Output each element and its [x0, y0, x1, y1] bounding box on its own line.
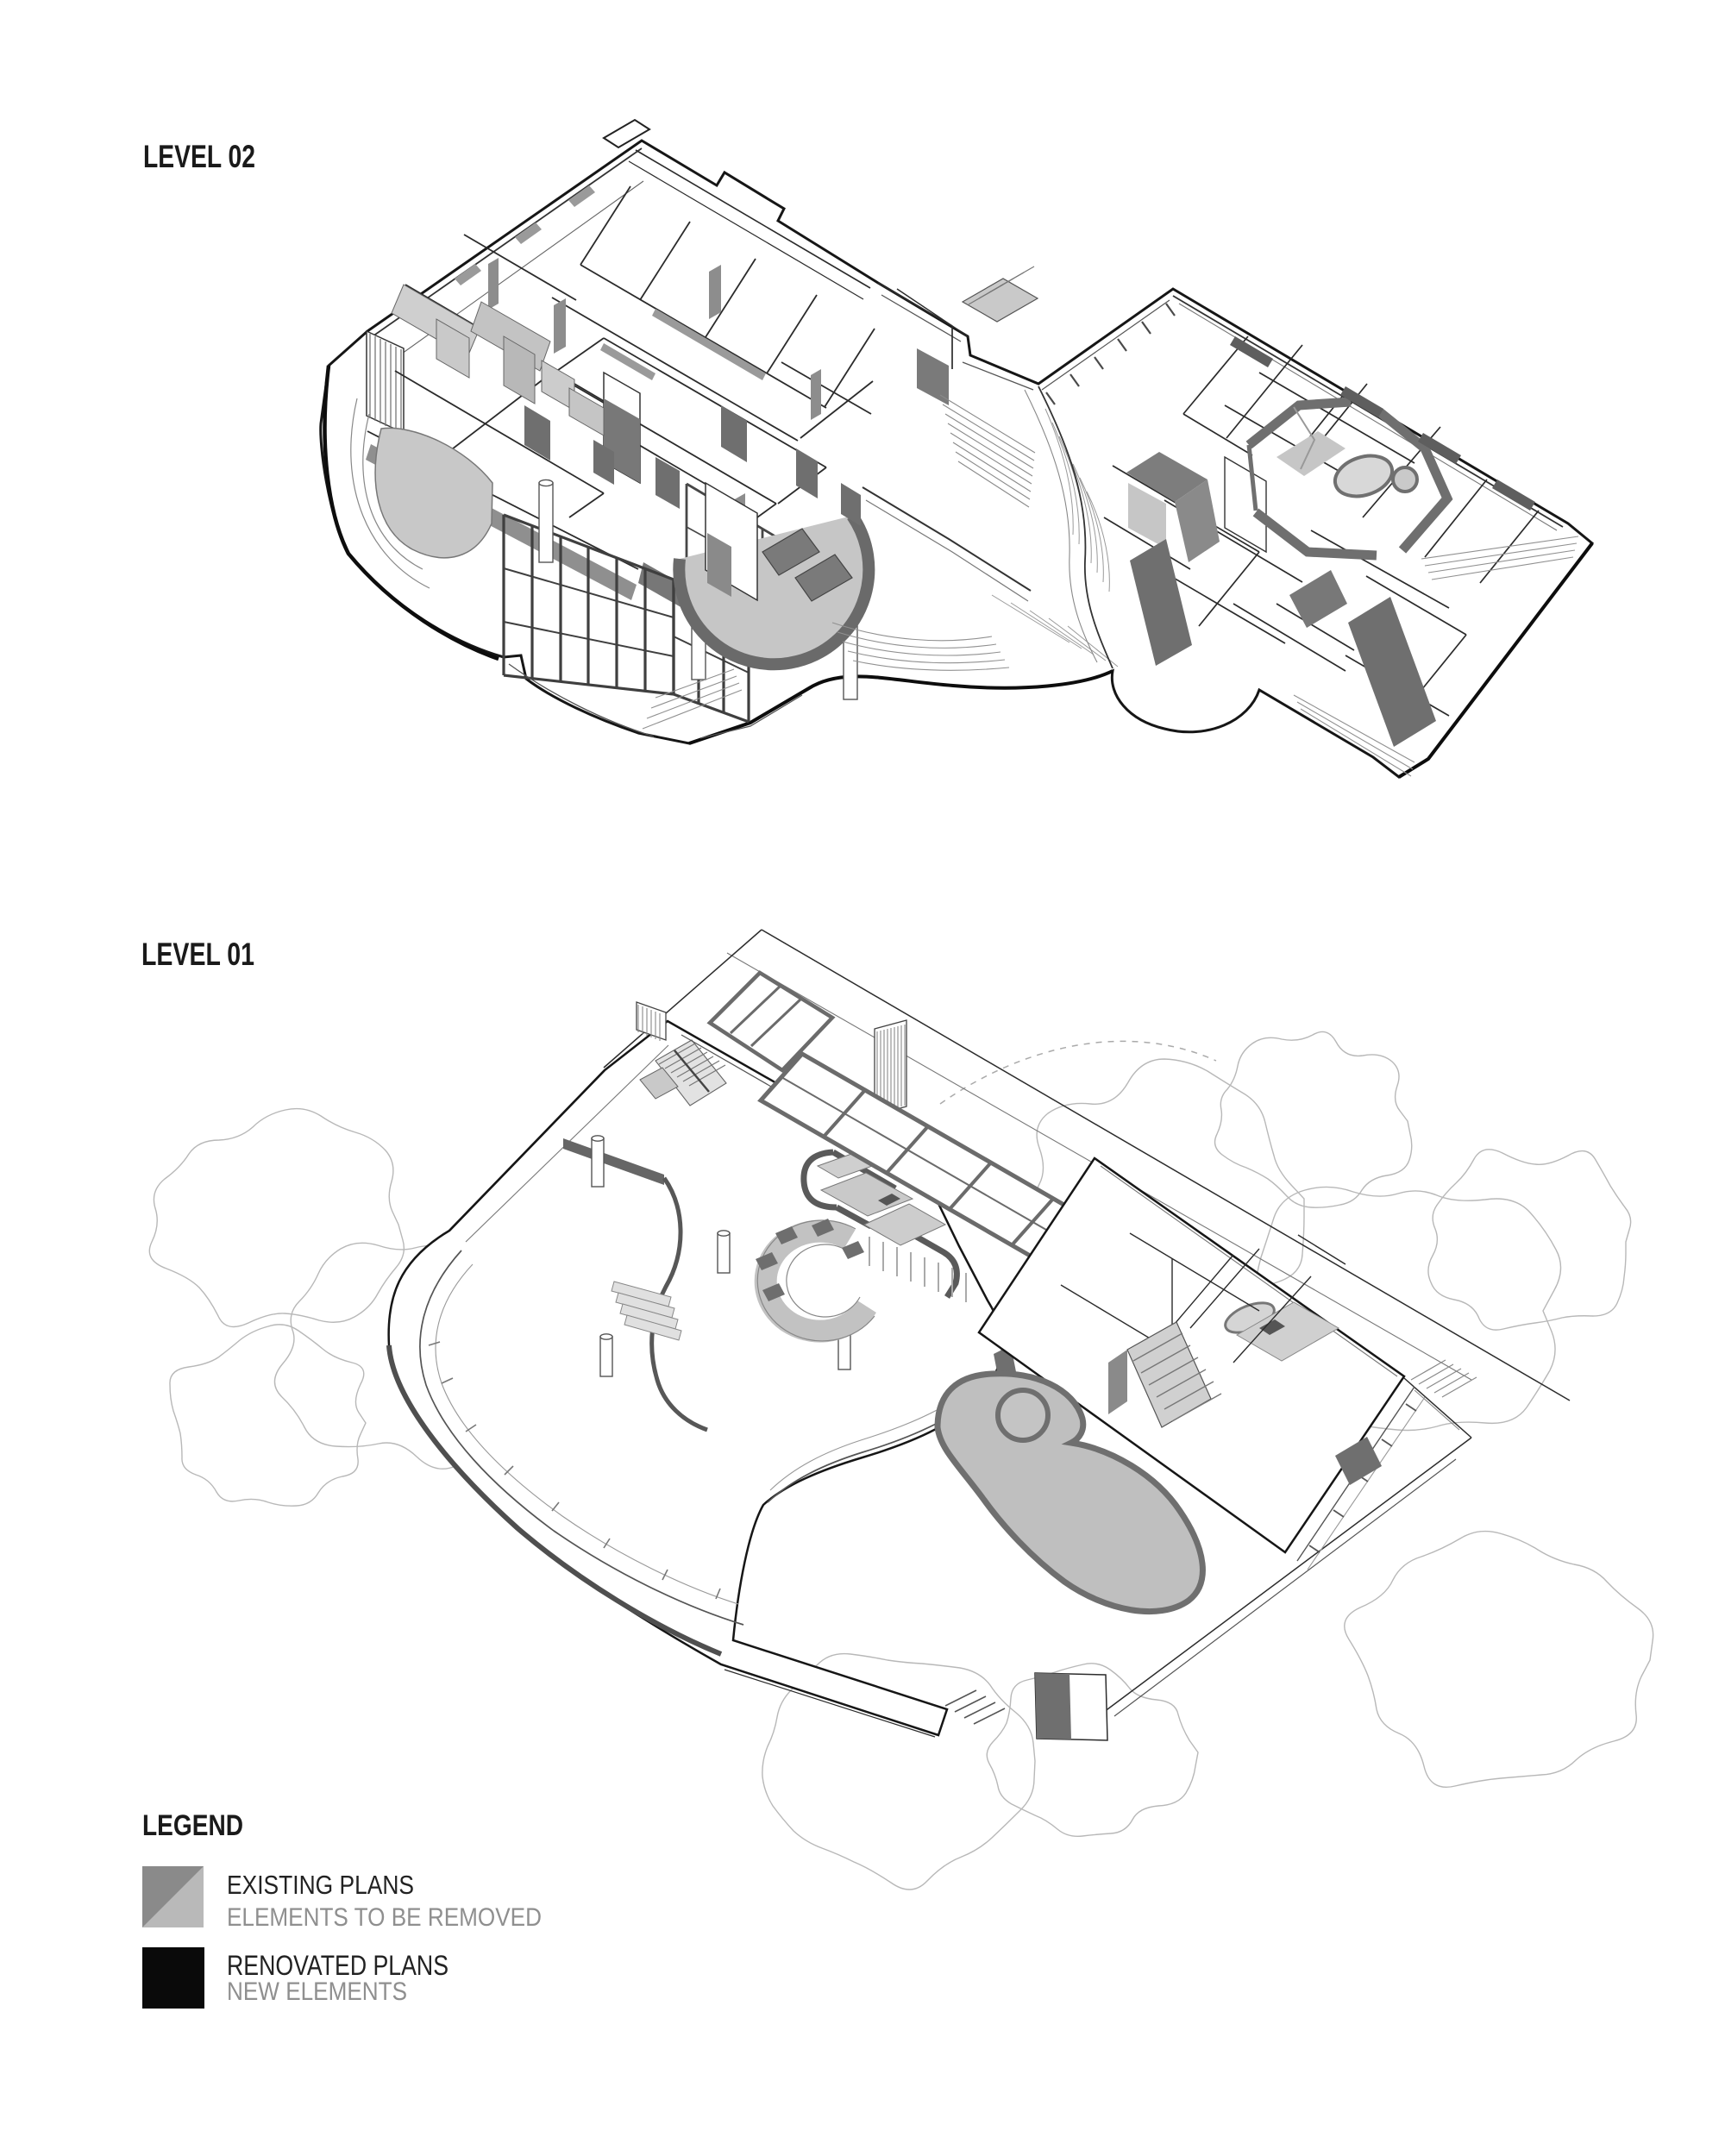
svg-text:NEW ELEMENTS: NEW ELEMENTS [227, 1977, 407, 2006]
svg-text:LEGEND: LEGEND [142, 1809, 243, 1842]
svg-text:EXISTING PLANS: EXISTING PLANS [227, 1870, 414, 1900]
svg-text:ELEMENTS TO BE REMOVED: ELEMENTS TO BE REMOVED [227, 1903, 542, 1932]
svg-text:LEVEL 01: LEVEL 01 [141, 937, 254, 972]
svg-text:LEVEL 02: LEVEL 02 [143, 139, 255, 174]
svg-text:RENOVATED PLANS: RENOVATED PLANS [227, 1950, 448, 1981]
